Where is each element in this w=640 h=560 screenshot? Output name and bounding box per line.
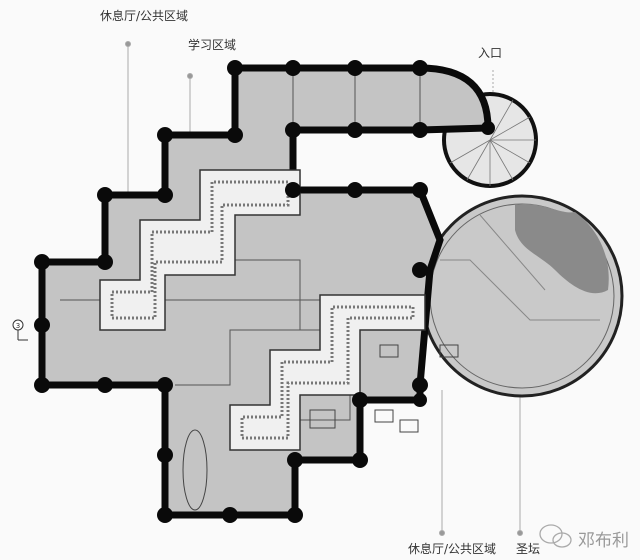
section-marker [12,319,28,341]
label-entrance: 入口 [478,46,503,60]
zigzag-stair-lower [229,294,426,451]
leader-lines [125,41,523,536]
watermark: 邓布利 [578,531,629,551]
label-bottom-lounge: 休息厅/公共区域 [408,542,497,556]
label-top-lounge: 休息厅/公共区域 [100,9,189,23]
label-altar: 圣坛 [516,542,541,556]
pillars [34,60,495,523]
label-study-area: 学习区域 [188,38,237,52]
section-marker-label: 3 [16,322,20,330]
altar-chapel [420,194,624,398]
furniture [182,344,459,511]
wechat-icon [539,524,572,548]
